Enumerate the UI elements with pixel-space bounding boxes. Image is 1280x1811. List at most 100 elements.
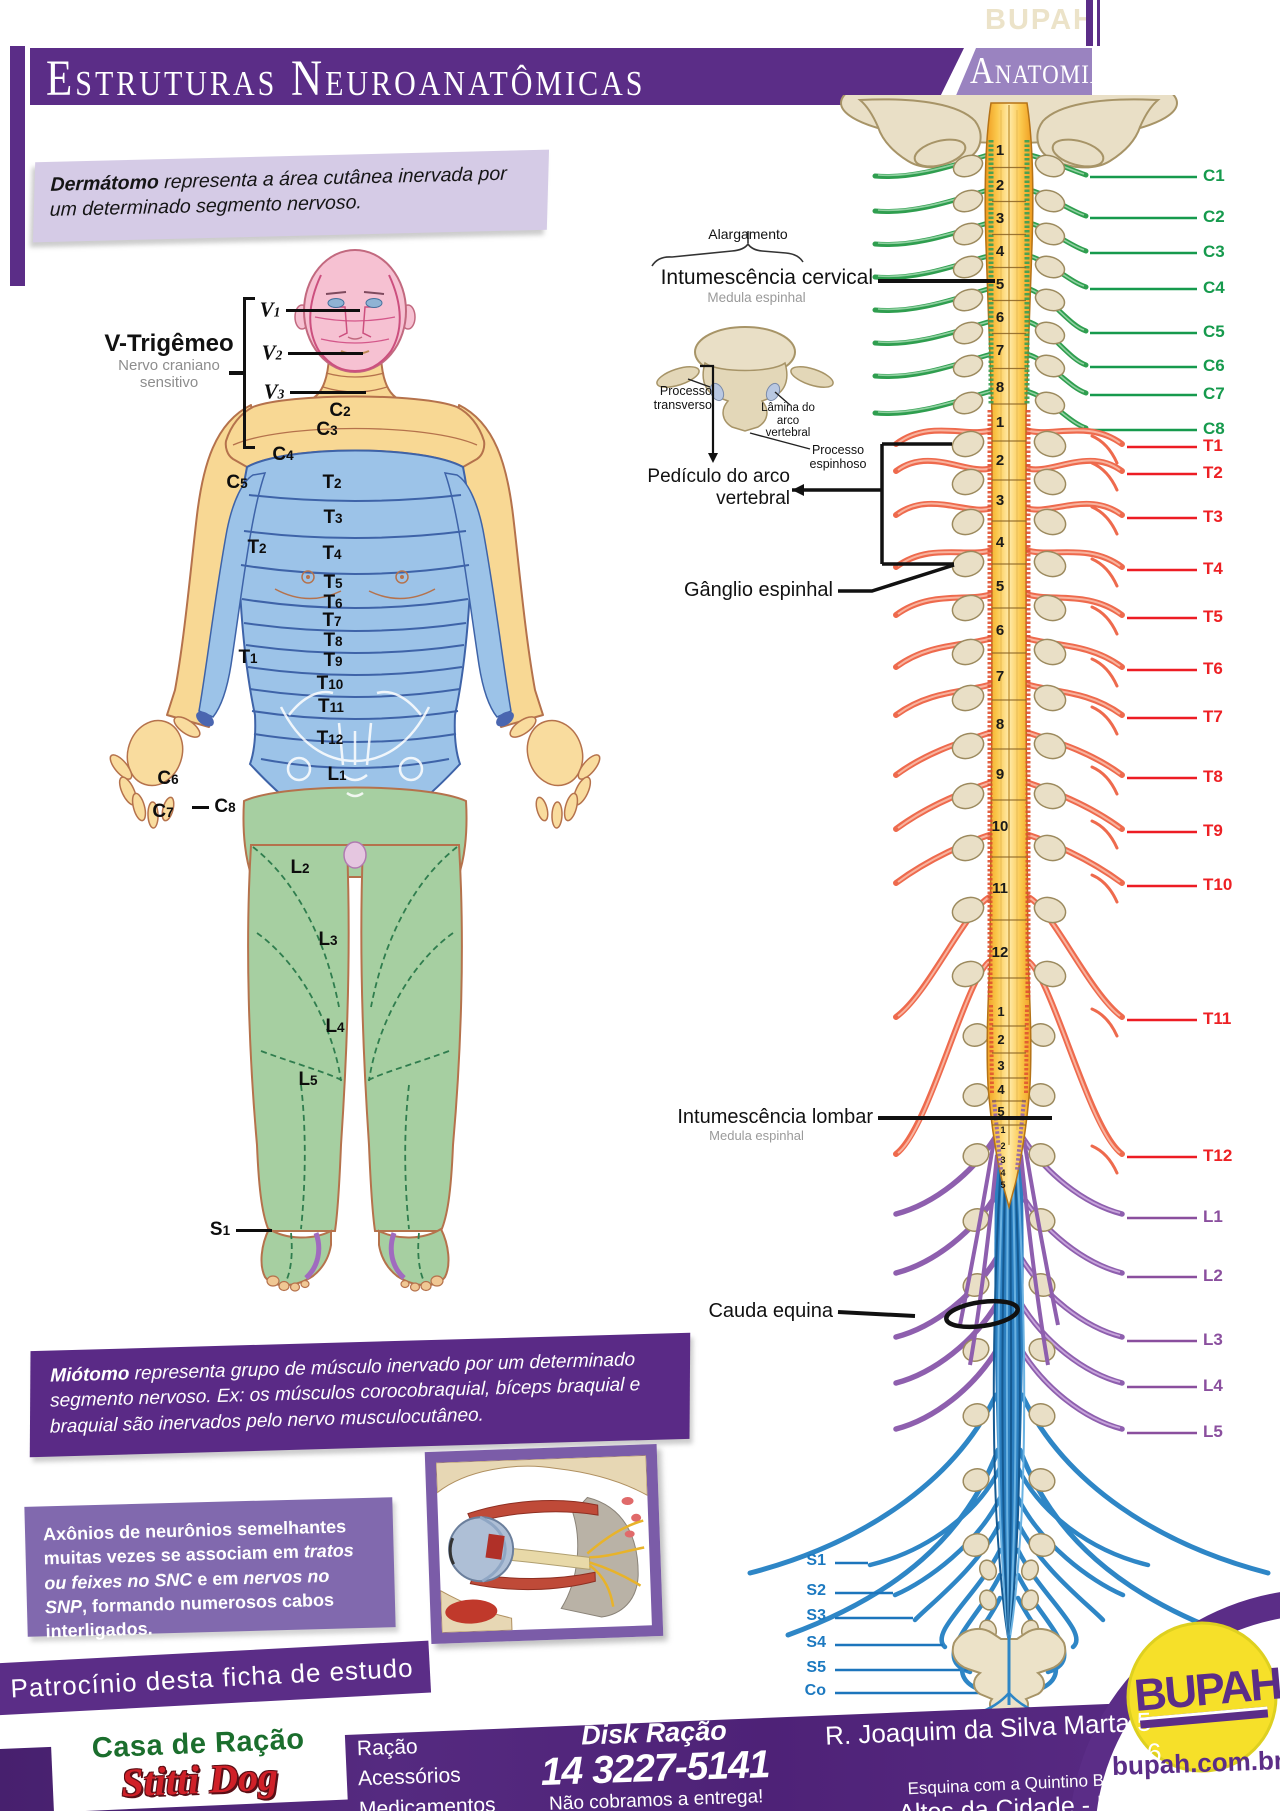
trigeminal-sub1: Nervo craniano <box>118 357 220 374</box>
spine-label-L2: L2 <box>1203 1266 1223 1285</box>
spine-label-L5: L5 <box>1203 1422 1223 1441</box>
alargamento-label: Alargamento <box>708 226 788 242</box>
transverse-process-label: Processo transverso <box>653 384 712 412</box>
svg-text:5: 5 <box>996 276 1004 293</box>
body-label-T12: T12 <box>316 728 344 749</box>
top-decoration-bar <box>1097 0 1100 46</box>
cervical-enlargement-label: Intumescência cervical <box>660 266 873 289</box>
spine-label-C2: C2 <box>1203 207 1225 226</box>
spinal-cord-sublabel: Medula espinhal <box>709 1128 804 1143</box>
svg-text:12: 12 <box>992 944 1009 961</box>
svg-text:2: 2 <box>996 177 1004 194</box>
spine-label-C7: C7 <box>1203 384 1225 403</box>
sponsorship-banner: Patrocínio desta ficha de estudo <box>0 1640 432 1716</box>
svg-text:1: 1 <box>997 1004 1004 1019</box>
trigeminal-name: V-Trigêmeo <box>104 330 234 357</box>
product-item: Ração <box>356 1735 419 1761</box>
myotome-definition-box: Miótomo representa grupo de músculo iner… <box>29 1332 691 1458</box>
dermatome-definition-box: Dermátomo representa a área cutânea iner… <box>32 149 550 243</box>
header-band: Estruturas Neuroanatômicas <box>30 48 964 105</box>
body-label-C3: C3 <box>316 419 338 440</box>
spine-label-C8: C8 <box>1203 419 1225 438</box>
body-label-T10: T10 <box>316 673 344 694</box>
svg-text:6: 6 <box>996 309 1004 326</box>
svg-text:3: 3 <box>997 1058 1004 1073</box>
body-label-T1: T1 <box>238 647 258 668</box>
axons-info-box: Axônios de neurônios semelhantes muitas … <box>24 1497 396 1642</box>
s1-purple-stripe <box>304 1232 322 1280</box>
svg-text:8: 8 <box>996 716 1004 733</box>
top-logo-watermark: BUPAH <box>985 4 1096 36</box>
orbit-bone-top <box>435 1454 648 1497</box>
body-label-L2: L2 <box>290 857 310 878</box>
sinus <box>445 1599 498 1624</box>
spine-label-T12: T12 <box>1203 1146 1233 1165</box>
inferior-rectus-muscle <box>469 1571 596 1591</box>
spine-label-T3: T3 <box>1203 507 1223 526</box>
body-label-T11: T11 <box>318 696 344 717</box>
spinal-cord-sublabel: Medula espinhal <box>707 290 806 305</box>
body-label-L3: L3 <box>318 929 338 950</box>
spine-label-T6: T6 <box>1203 659 1223 678</box>
spine-label-C5: C5 <box>1203 322 1225 341</box>
axons-text: Axônios de neurônios semelhantes muitas … <box>42 1516 355 1642</box>
body-label-T6: T6 <box>323 592 343 613</box>
blue-thoracic-regions <box>196 449 514 845</box>
label-leader-line <box>192 806 209 809</box>
spine-label-C4: C4 <box>1203 278 1225 297</box>
spine-label-S5: S5 <box>806 1659 826 1676</box>
spine-label-C6: C6 <box>1203 356 1225 375</box>
body-label-L4: L4 <box>325 1016 345 1037</box>
spine-label-T5: T5 <box>1203 607 1223 626</box>
sponsorship-text: Patrocínio desta ficha de estudo <box>9 1652 415 1704</box>
lumbar-boundary-lines <box>252 846 458 1280</box>
trigeminal-sub2: sensitivo <box>139 373 199 391</box>
label-leader-line <box>290 391 366 394</box>
svg-text:2: 2 <box>1000 1141 1005 1151</box>
lumbar-enlargement-label: Intumescência lombar <box>677 1106 873 1128</box>
svg-text:7: 7 <box>996 342 1004 359</box>
logo-yellow-circle <box>1126 1621 1278 1773</box>
s1-purple-stripe <box>388 1232 406 1280</box>
body-label-L1: L1 <box>327 764 347 785</box>
spinal-ganglion-label: Gânglio espinhal <box>684 579 833 601</box>
spine-label-C1: C1 <box>1203 166 1225 185</box>
svg-text:1: 1 <box>996 414 1004 431</box>
body-label-T4: T4 <box>322 543 342 564</box>
hands <box>109 716 601 829</box>
bupah-corner-badge <box>1070 1592 1280 1811</box>
body-label-C8: C8 <box>214 796 236 817</box>
spine-label-L1: L1 <box>1203 1207 1223 1226</box>
svg-text:7: 7 <box>996 668 1004 685</box>
dermatome-term: Dermátomo <box>50 171 160 196</box>
body-label-T2: T2 <box>247 537 267 558</box>
nerve-branches <box>586 1519 645 1607</box>
optic-nerve <box>508 1547 591 1570</box>
body-label-T2: T2 <box>322 472 342 493</box>
svg-text:3: 3 <box>996 492 1004 509</box>
spinous-process-label: Processo espinhoso <box>809 443 867 471</box>
label-leader-line <box>288 352 363 355</box>
body-label-T9: T9 <box>323 650 343 671</box>
cauda-equina-label: Cauda equina <box>708 1300 833 1322</box>
svg-text:10: 10 <box>992 818 1009 835</box>
lamina-label: Lâmina do arco vertebral <box>761 402 815 440</box>
spine-label-T8: T8 <box>1203 767 1223 786</box>
eye-anatomy-picture <box>424 1444 664 1644</box>
svg-text:1: 1 <box>1000 1125 1005 1135</box>
spine-label-Co: Co <box>804 1682 826 1699</box>
body-label-C2: C2 <box>329 400 351 421</box>
body-label-C5: C5 <box>226 472 248 493</box>
green-lumbar-regions <box>242 786 468 1292</box>
top-decoration-bar <box>1086 0 1093 46</box>
svg-text:9: 9 <box>996 766 1004 783</box>
svg-text:4: 4 <box>997 1082 1005 1097</box>
label-leader-line <box>286 309 360 312</box>
body-label-V2: V2 <box>261 340 283 365</box>
product-item: Acessórios <box>357 1764 462 1791</box>
cornea <box>448 1537 455 1565</box>
muscle-insertion <box>485 1533 505 1560</box>
spine-label-S4: S4 <box>806 1634 826 1651</box>
body-label-C4: C4 <box>272 444 294 465</box>
